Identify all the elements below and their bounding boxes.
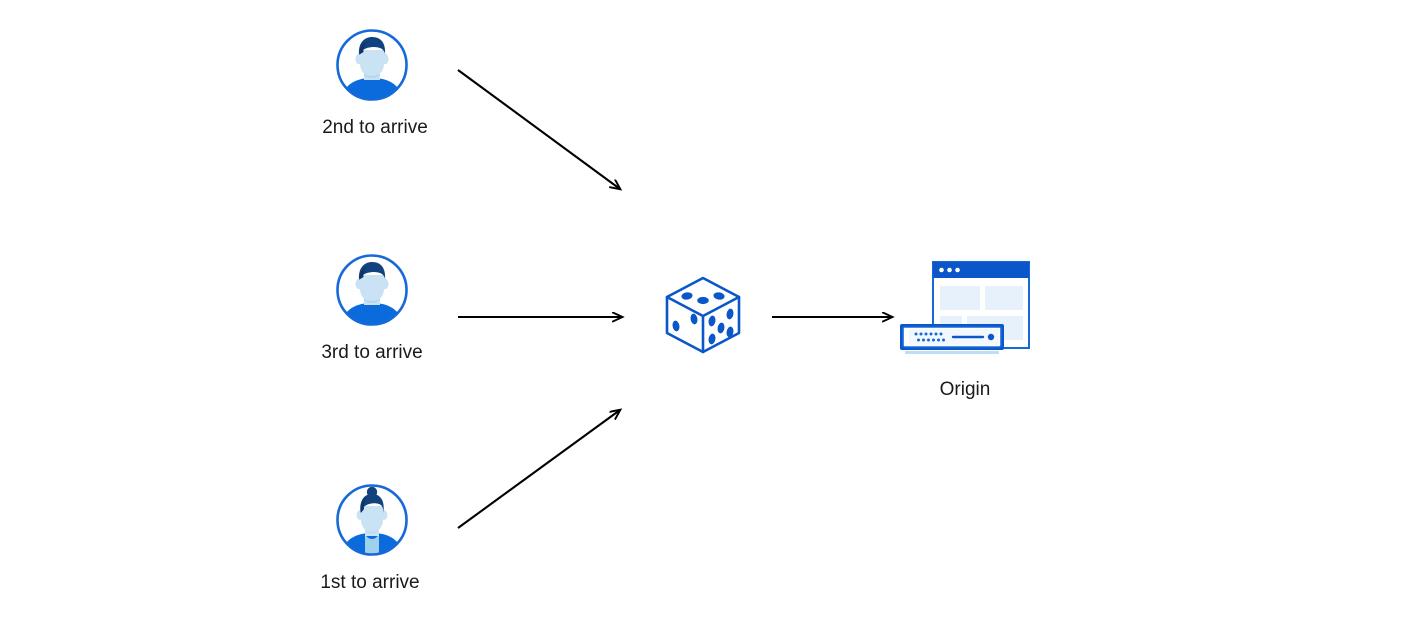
router-icon (900, 324, 1004, 354)
edge-1st-to-dice (457, 410, 620, 529)
label-origin: Origin (939, 379, 991, 400)
content-panel-1 (940, 286, 980, 310)
label-user-1st: 1st to arrive (320, 572, 420, 593)
window-dot-1 (939, 267, 944, 273)
window-dot-3 (955, 267, 960, 273)
window-dot-2 (947, 267, 952, 273)
user-avatar-female-icon (336, 484, 408, 556)
label-user-2nd: 2nd to arrive (322, 117, 428, 138)
content-panel-2 (985, 286, 1023, 310)
label-user-3rd: 3rd to arrive (321, 342, 423, 363)
node-user-1st[interactable] (335, 483, 409, 557)
node-randomizer[interactable] (660, 272, 746, 358)
user-avatar-icon (336, 254, 408, 326)
node-user-2nd[interactable] (335, 28, 409, 102)
origin-server-icon (900, 261, 1030, 354)
dice-icon (665, 276, 741, 354)
user-avatar-icon (336, 29, 408, 101)
node-origin[interactable] (895, 258, 1035, 363)
node-user-3rd[interactable] (335, 253, 409, 327)
